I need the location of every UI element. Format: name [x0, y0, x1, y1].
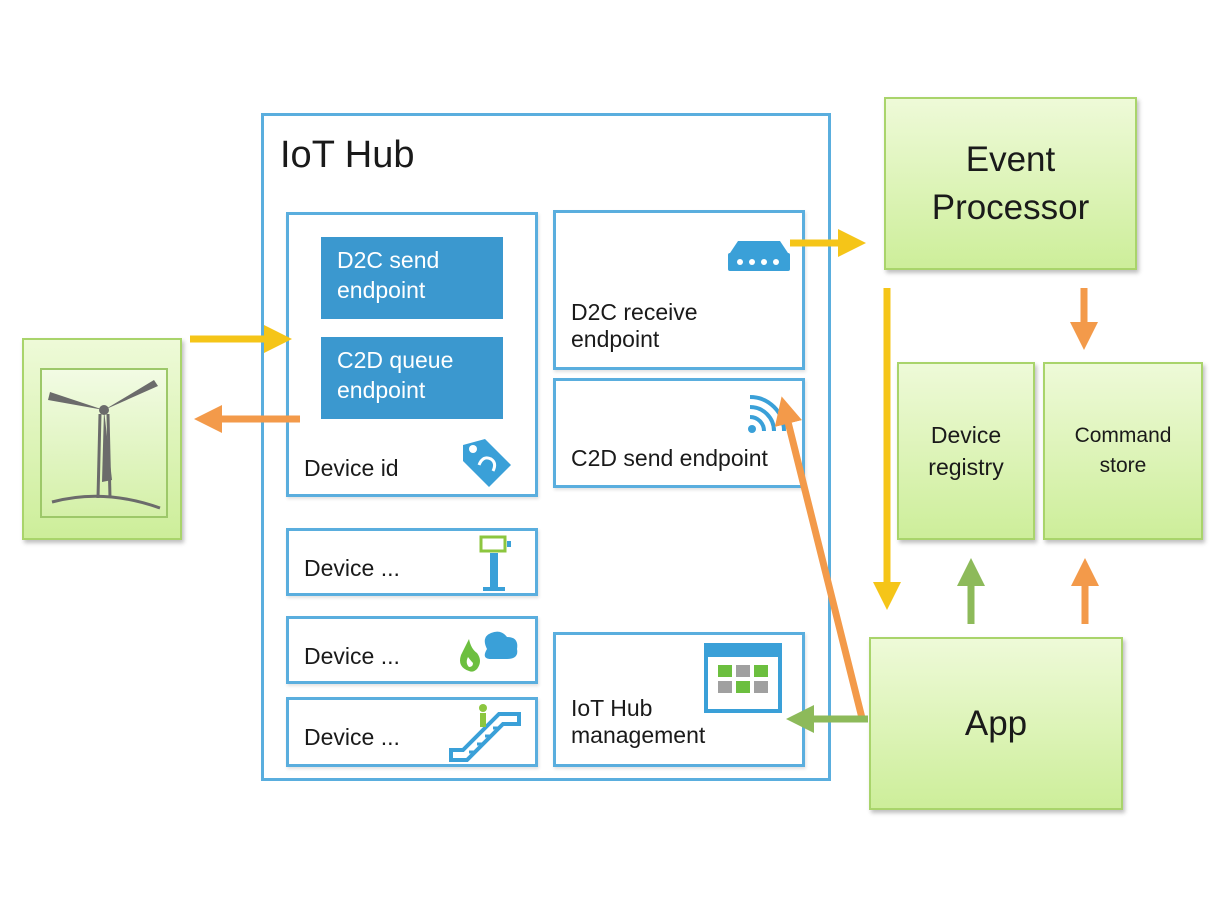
device-card-1-label: Device ... — [304, 555, 400, 581]
device-card-3: Device ... — [286, 697, 538, 767]
device-card-1: Device ... — [286, 528, 538, 596]
event-processor-line-1: Event — [965, 139, 1056, 179]
iot-hub-title: IoT Hub — [280, 134, 415, 176]
wind-turbine-icon — [48, 380, 161, 510]
c2d-queue-endpoint-tile: C2D queue endpoint — [321, 337, 503, 419]
device-registry-line-1: Device — [930, 422, 1002, 448]
device-id-card: D2C send endpoint C2D queue endpoint Dev… — [286, 212, 538, 497]
router-icon — [728, 241, 790, 271]
c2d-send-endpoint-card: C2D send endpoint — [553, 378, 805, 488]
management-line-1: IoT Hub — [571, 695, 653, 721]
d2c-receive-line-1: D2C receive — [571, 299, 698, 325]
event-processor-box: Event Processor — [884, 97, 1137, 270]
device-registry-line-2: registry — [928, 454, 1004, 480]
app-label: App — [964, 703, 1028, 743]
c2d-send-label: C2D send endpoint — [571, 445, 768, 471]
device-card-2: Device ... — [286, 616, 538, 684]
escalator-icon — [449, 704, 521, 762]
kiosk-icon — [479, 535, 511, 591]
device-card-3-label: Device ... — [304, 724, 400, 750]
iot-hub-management-card: IoT Hub management — [553, 632, 805, 767]
d2c-receive-label: D2C receive endpoint — [571, 299, 698, 353]
device-card-2-label: Device ... — [304, 643, 400, 669]
c2d-queue-line-2: endpoint — [337, 377, 426, 403]
d2c-send-line-2: endpoint — [337, 277, 426, 303]
device-wind-turbine-box — [22, 338, 182, 540]
app-box: App — [869, 637, 1123, 810]
d2c-send-line-1: D2C send — [337, 247, 440, 273]
d2c-receive-line-2: endpoint — [571, 326, 660, 352]
c2d-queue-line-1: C2D queue — [337, 347, 454, 373]
command-store-line-1: Command — [1074, 424, 1172, 447]
management-label: IoT Hub management — [571, 695, 705, 749]
device-inner-frame — [40, 368, 168, 518]
device-registry-box: Device registry — [897, 362, 1035, 540]
gas-cloud-icon — [460, 631, 518, 672]
dashboard-grid-icon — [704, 643, 782, 713]
command-store-line-2: store — [1099, 454, 1147, 477]
wireless-signal-icon — [748, 395, 786, 433]
management-line-2: management — [571, 722, 706, 748]
d2c-receive-endpoint-card: D2C receive endpoint — [553, 210, 805, 370]
device-id-label: Device id — [304, 455, 399, 481]
command-store-box: Command store — [1043, 362, 1203, 540]
event-processor-line-2: Processor — [931, 187, 1090, 227]
id-tag-icon — [463, 439, 511, 487]
d2c-send-endpoint-tile: D2C send endpoint — [321, 237, 503, 319]
